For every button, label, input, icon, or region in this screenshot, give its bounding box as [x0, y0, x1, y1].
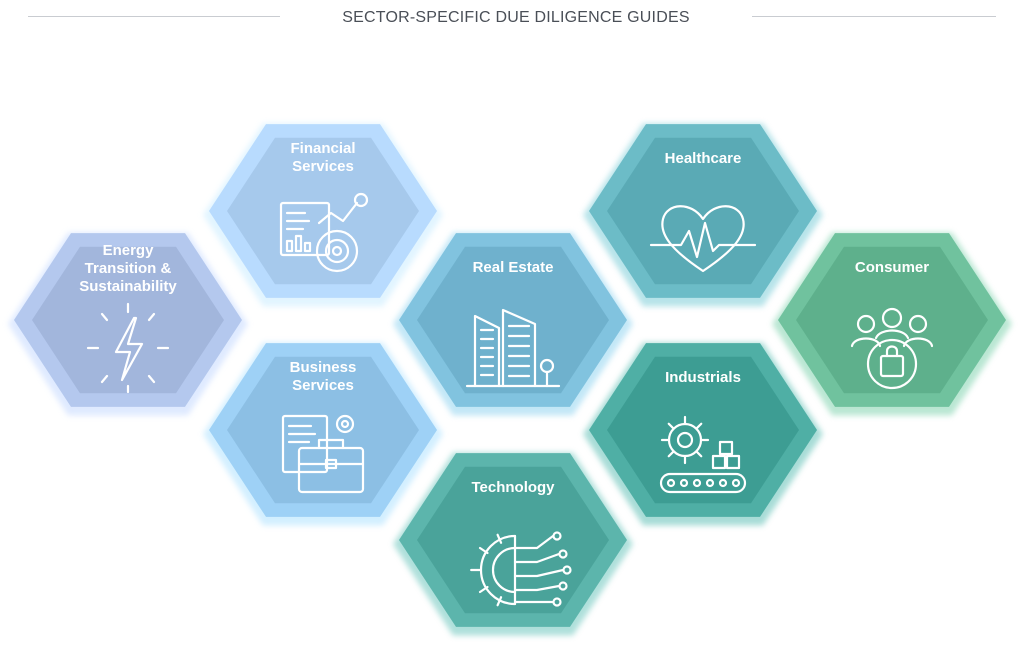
sector-icon-wrap — [649, 205, 757, 273]
sector-label-industrials-line-1: Industrials — [665, 369, 741, 386]
sector-tile-industrials[interactable]: Industrials — [583, 342, 823, 526]
buildings-icon — [465, 308, 561, 388]
hex-face — [32, 246, 224, 394]
sector-label-technology-line-1: Technology — [471, 479, 555, 496]
hex-face — [417, 246, 609, 394]
hex-face — [417, 466, 609, 614]
sector-label-energy-line-1: Energy — [103, 242, 155, 259]
hex-face — [607, 356, 799, 504]
sector-label-business-line-1: Business — [290, 359, 357, 376]
heartbeat-icon — [649, 205, 757, 273]
header-divider-right — [752, 16, 996, 17]
hex-face — [796, 246, 988, 394]
page-title: SECTOR-SPECIFIC DUE DILIGENCE GUIDES — [342, 9, 690, 26]
briefcase-documents-icon — [281, 414, 365, 494]
gear-conveyor-icon — [659, 415, 747, 494]
sector-label-business-line-2: Services — [292, 377, 354, 394]
lightning-bolt-icon — [86, 302, 170, 394]
hex-face — [607, 137, 799, 285]
sector-icon-wrap — [465, 308, 561, 388]
sector-tile-healthcare[interactable]: Healthcare — [583, 123, 823, 307]
sector-label-real-estate-line-1: Real Estate — [473, 259, 554, 276]
sector-label-healthcare-line-1: Healthcare — [665, 150, 742, 167]
sector-icon-wrap — [279, 192, 369, 273]
financial-dashboard-icon — [279, 192, 369, 273]
shopping-people-icon — [850, 307, 934, 390]
sector-tile-real-estate[interactable]: Real Estate — [393, 232, 633, 416]
hex-face — [227, 137, 419, 285]
sector-label-energy-line-3: Sustainability — [79, 278, 177, 295]
sector-icon-wrap — [281, 414, 365, 494]
sector-icon-wrap — [659, 415, 747, 494]
sector-icon-wrap — [470, 531, 572, 607]
sector-tile-technology[interactable]: Technology — [393, 452, 633, 636]
hex-face — [227, 356, 419, 504]
header-divider-left — [28, 16, 280, 17]
sector-icon-wrap — [86, 302, 170, 394]
sector-label-financial-line-2: Services — [292, 158, 354, 175]
sector-label-consumer-line-1: Consumer — [855, 259, 929, 276]
sector-label-energy-line-2: Transition & — [85, 260, 172, 277]
sector-icon-wrap — [850, 307, 934, 390]
circuit-gear-icon — [470, 531, 572, 607]
sector-label-financial-line-1: Financial — [290, 140, 355, 157]
sector-tile-consumer[interactable]: Consumer — [772, 232, 1012, 416]
